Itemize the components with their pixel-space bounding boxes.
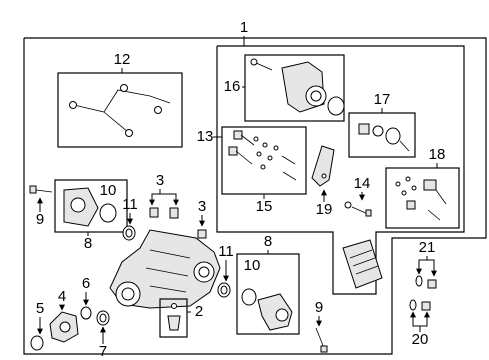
callout-10-right-number: 10 xyxy=(244,257,261,274)
callout-1-number: 1 xyxy=(240,19,248,36)
callout-15-number: 15 xyxy=(256,198,273,215)
part-19-bracket xyxy=(311,145,335,187)
part-6-ring xyxy=(80,306,92,320)
callout-14[interactable]: 14 xyxy=(354,175,371,201)
part-11-left-seal xyxy=(122,225,136,241)
callout-10-left[interactable]: 10 xyxy=(100,182,117,199)
callout-16-number: 16 xyxy=(224,78,241,95)
callout-20[interactable]: 20 xyxy=(410,311,430,348)
callout-2[interactable]: 2 xyxy=(187,303,203,320)
part-9-right-bolt xyxy=(315,327,328,353)
callout-8-right[interactable]: 8 xyxy=(264,233,272,254)
callout-18[interactable]: 18 xyxy=(429,146,446,168)
callout-4-number: 4 xyxy=(58,288,66,305)
callout-10-right[interactable]: 10 xyxy=(244,257,261,274)
control-module xyxy=(342,239,383,289)
callout-13-number: 13 xyxy=(197,128,214,145)
part-21-clips xyxy=(415,275,437,289)
callout-17-number: 17 xyxy=(374,91,391,108)
callout-9-left[interactable]: 9 xyxy=(36,197,44,228)
callout-8-left-number: 8 xyxy=(84,235,92,252)
box-12-pipe xyxy=(57,72,183,148)
box-17-seal-kit xyxy=(348,112,416,158)
callout-5[interactable]: 5 xyxy=(36,300,44,335)
callout-3-lower[interactable]: 3 xyxy=(198,198,206,227)
box-16-actuator xyxy=(244,54,345,122)
callout-21-number: 21 xyxy=(419,239,436,256)
callout-6-number: 6 xyxy=(82,275,90,292)
differential-housing xyxy=(109,229,221,309)
callout-18-number: 18 xyxy=(429,146,446,163)
box-18-fasteners xyxy=(385,167,460,229)
box-8-right-flange xyxy=(236,253,300,335)
callout-19[interactable]: 19 xyxy=(316,189,333,218)
callout-10-left-number: 10 xyxy=(100,182,117,199)
callout-11-right[interactable]: 11 xyxy=(218,243,234,282)
box-8-left-flange xyxy=(54,179,128,233)
callout-8-left[interactable]: 8 xyxy=(84,232,92,252)
callout-11-left[interactable]: 11 xyxy=(122,196,138,225)
callout-21[interactable]: 21 xyxy=(416,239,437,277)
callout-9-right[interactable]: 9 xyxy=(315,299,323,327)
callout-4[interactable]: 4 xyxy=(58,288,66,311)
callout-9-left-number: 9 xyxy=(36,211,44,228)
callout-12-number: 12 xyxy=(114,51,131,68)
callout-3-upper[interactable]: 3 xyxy=(149,172,179,206)
box-2-plug xyxy=(159,298,188,338)
callout-19-number: 19 xyxy=(316,201,333,218)
part-3-fittings xyxy=(149,207,207,239)
part-5-ring xyxy=(30,335,44,351)
main-assembly-frame xyxy=(23,37,487,355)
part-4-cv-joint xyxy=(49,311,79,343)
callout-9-right-number: 9 xyxy=(315,299,323,316)
callout-17[interactable]: 17 xyxy=(374,91,391,113)
callout-11-right-number: 11 xyxy=(218,243,234,260)
callout-11-left-number: 11 xyxy=(122,196,138,213)
callout-16[interactable]: 16 xyxy=(224,78,245,95)
part-14-bolts xyxy=(344,201,372,217)
callout-6[interactable]: 6 xyxy=(82,275,90,306)
callout-15[interactable]: 15 xyxy=(256,194,273,215)
callout-12[interactable]: 12 xyxy=(114,51,131,73)
shift-unit-frame xyxy=(216,45,465,295)
box-15-bolt-kit xyxy=(221,126,307,195)
part-7-ring xyxy=(96,310,110,326)
callout-3-upper-number: 3 xyxy=(156,172,164,189)
callout-1[interactable]: 1 xyxy=(240,19,248,46)
callout-2-number: 2 xyxy=(195,303,203,320)
callout-8-right-number: 8 xyxy=(264,233,272,250)
callout-14-number: 14 xyxy=(354,175,371,192)
callout-20-number: 20 xyxy=(412,331,429,348)
callout-7[interactable]: 7 xyxy=(99,326,107,360)
part-9-left-bolt xyxy=(29,185,53,194)
callout-3-lower-number: 3 xyxy=(198,198,206,215)
callout-13[interactable]: 13 xyxy=(197,128,222,145)
part-11-right-seal xyxy=(217,282,231,298)
callout-7-number: 7 xyxy=(99,343,107,360)
part-20-clips xyxy=(409,299,431,311)
callout-5-number: 5 xyxy=(36,300,44,317)
